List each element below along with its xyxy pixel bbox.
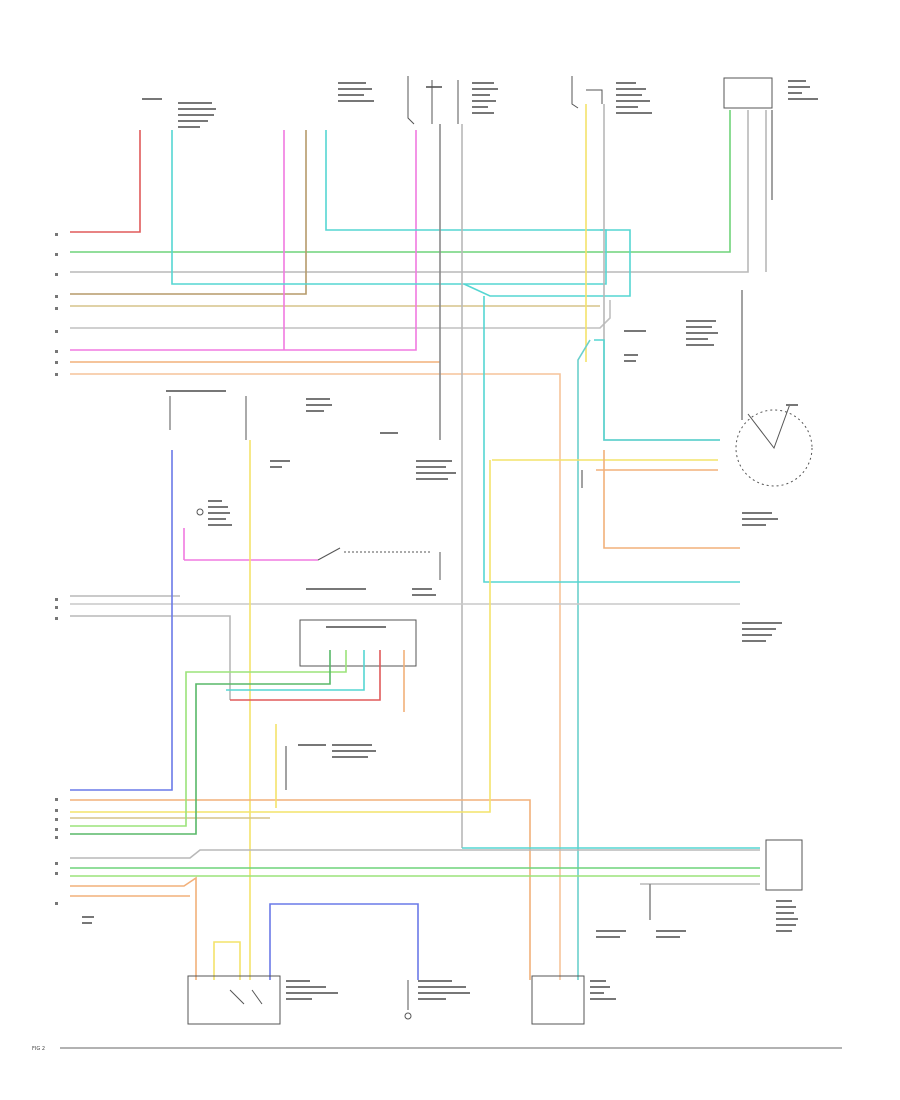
middle-wires <box>70 296 740 980</box>
wire-gray-1 <box>70 110 749 273</box>
bottom-components <box>82 916 686 1025</box>
footer-code: FIG 2 <box>32 1046 45 1052</box>
central-components <box>166 390 456 667</box>
right-labels <box>624 320 803 932</box>
top-connectors <box>407 76 773 125</box>
wire-pink <box>70 130 417 351</box>
wire-gray-2 <box>70 300 611 329</box>
top-bus-wires <box>70 110 767 980</box>
wire-green <box>70 110 731 253</box>
wire-red <box>70 130 141 233</box>
left-pin-markers <box>55 233 58 905</box>
wire-cyan-2 <box>463 229 631 297</box>
wire-orange-2 <box>70 373 561 980</box>
wire-cyan-top <box>171 130 607 285</box>
wire-brown <box>70 130 307 295</box>
lower-wires <box>70 440 760 980</box>
distributor <box>735 290 813 487</box>
footer: FIG 2 <box>32 1046 842 1052</box>
top-labels <box>142 80 818 128</box>
